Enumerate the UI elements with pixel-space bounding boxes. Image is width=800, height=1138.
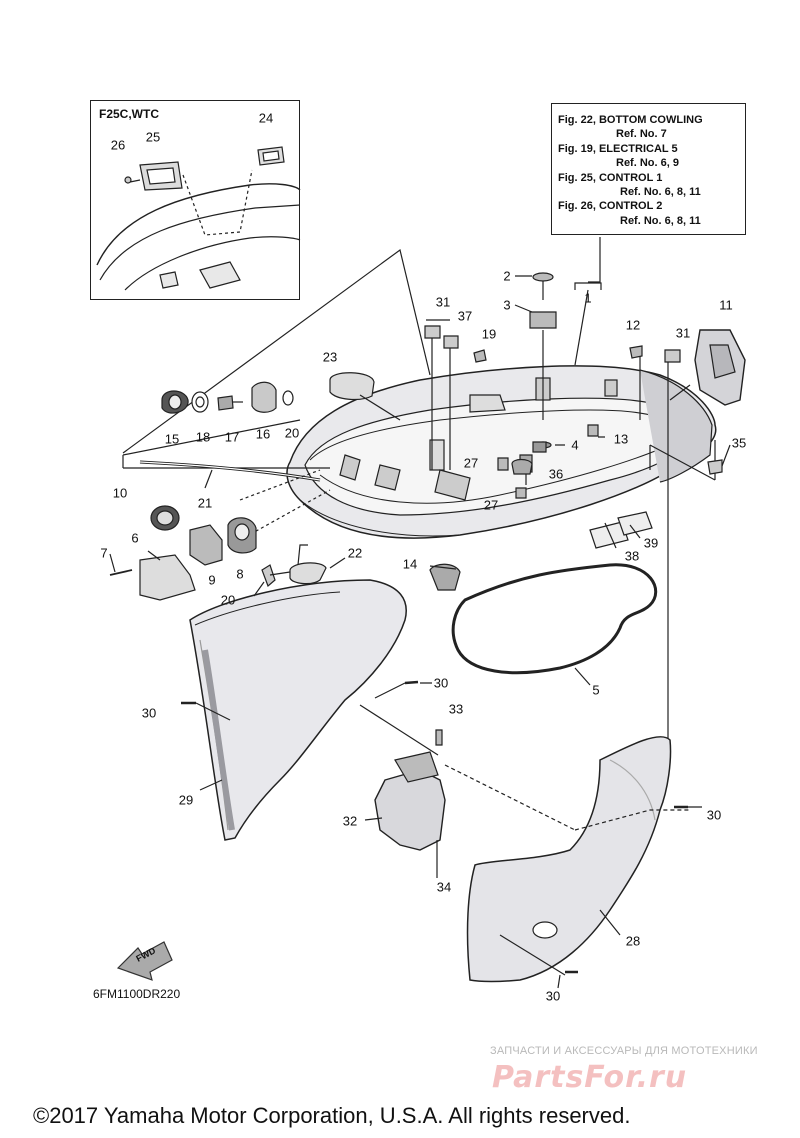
callout-16: 16 <box>255 426 271 442</box>
callout-18: 18 <box>195 429 211 445</box>
callout-15: 15 <box>164 431 180 447</box>
callout-14: 14 <box>402 556 418 572</box>
reference-box: Fig. 22, BOTTOM COWLING Ref. No. 7 Fig. … <box>551 103 746 235</box>
figure-code: 6FM1100DR220 <box>93 987 181 1001</box>
inset-title: F25C,WTC <box>99 107 159 121</box>
callout-7: 7 <box>100 545 108 561</box>
callout-13: 13 <box>613 431 629 447</box>
callout-27a: 27 <box>463 455 479 471</box>
ref-fig-2: Fig. 19, ELECTRICAL 5 <box>558 142 678 155</box>
watermark-logo: PartsFor.ru <box>492 1060 688 1095</box>
callout-1: 1 <box>584 290 592 306</box>
callout-20a: 20 <box>284 425 300 441</box>
callout-23: 23 <box>322 349 338 365</box>
callout-19: 19 <box>481 326 497 342</box>
callout-4: 4 <box>571 437 579 453</box>
callout-20b: 20 <box>220 592 236 608</box>
callout-32: 32 <box>342 813 358 829</box>
callout-17: 17 <box>224 429 240 445</box>
inset-panel: F25C,WTC <box>90 100 300 300</box>
callout-31a: 31 <box>435 294 451 310</box>
callout-30a: 30 <box>433 675 449 691</box>
callout-37: 37 <box>457 308 473 324</box>
ref-no-3: Ref. No. 6, 8, 11 <box>620 186 701 199</box>
callout-30c: 30 <box>706 807 722 823</box>
callout-31b: 31 <box>675 325 691 341</box>
callout-27b: 27 <box>483 497 499 513</box>
callout-9: 9 <box>208 572 216 588</box>
ref-no-1: Ref. No. 7 <box>616 128 667 141</box>
ref-fig-4: Fig. 26, CONTROL 2 <box>558 200 663 213</box>
callout-39: 39 <box>643 535 659 551</box>
callout-21: 21 <box>197 495 213 511</box>
callout-3: 3 <box>503 297 511 313</box>
callout-11: 11 <box>719 297 733 313</box>
callout-2: 2 <box>503 268 511 284</box>
watermark-tagline: ЗАПЧАСТИ И АКСЕССУАРЫ ДЛЯ МОТОТЕХНИКИ <box>490 1045 758 1057</box>
callout-12: 12 <box>625 317 641 333</box>
callout-24: 24 <box>258 110 274 126</box>
callout-29: 29 <box>178 792 194 808</box>
callout-10: 10 <box>112 485 128 501</box>
callout-34: 34 <box>436 879 452 895</box>
callout-22: 22 <box>347 545 363 561</box>
ref-no-2: Ref. No. 6, 9 <box>616 157 679 170</box>
fwd-arrow <box>116 941 173 981</box>
callout-36: 36 <box>548 466 564 482</box>
callout-28: 28 <box>625 933 641 949</box>
callout-30b: 30 <box>141 705 157 721</box>
ref-fig-3: Fig. 25, CONTROL 1 <box>558 171 663 184</box>
ref-no-4: Ref. No. 6, 8, 11 <box>620 214 701 227</box>
callout-6: 6 <box>131 530 139 546</box>
callout-38: 38 <box>624 548 640 564</box>
callout-25: 25 <box>145 129 161 145</box>
callout-8: 8 <box>236 566 244 582</box>
callout-33: 33 <box>448 701 464 717</box>
callout-30d: 30 <box>545 988 561 1004</box>
copyright-notice: ©2017 Yamaha Motor Corporation, U.S.A. A… <box>33 1103 631 1128</box>
callout-5: 5 <box>592 682 600 698</box>
callout-26: 26 <box>110 137 126 153</box>
ref-fig-1: Fig. 22, BOTTOM COWLING <box>558 114 703 126</box>
inset-cowling-drawing <box>96 146 301 291</box>
callout-35: 35 <box>731 435 747 451</box>
